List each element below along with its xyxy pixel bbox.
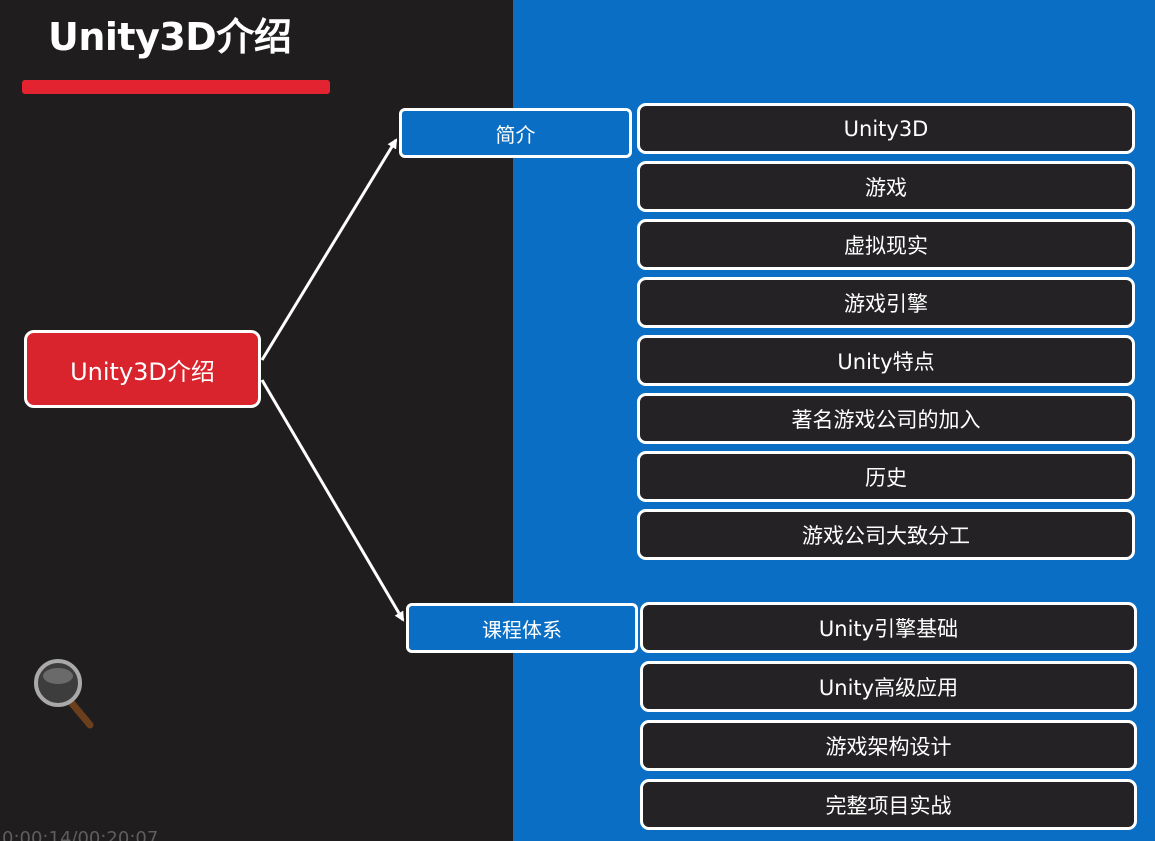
leaf-node: 游戏公司大致分工 bbox=[637, 509, 1135, 560]
root-node-label: Unity3D介绍 bbox=[70, 357, 215, 386]
branch-node-intro: 简介 bbox=[399, 108, 632, 158]
leaf-label: 游戏引擎 bbox=[844, 291, 928, 316]
playback-time: 0:00:14/00:20:07 bbox=[2, 828, 159, 841]
leaf-node: 历史 bbox=[637, 451, 1135, 502]
leaf-label: Unity高级应用 bbox=[818, 675, 959, 700]
leaf-node: 虚拟现实 bbox=[637, 219, 1135, 270]
leaf-node: 著名游戏公司的加入 bbox=[637, 393, 1135, 444]
branch-node-curriculum: 课程体系 bbox=[406, 603, 638, 653]
leaf-label: Unity引擎基础 bbox=[818, 616, 959, 641]
leaf-label: Unity3D bbox=[843, 116, 929, 141]
leaf-label: 历史 bbox=[865, 465, 907, 490]
leaf-label: 虚拟现实 bbox=[844, 233, 928, 258]
leaf-label: 游戏 bbox=[865, 175, 907, 200]
leaf-label: 游戏架构设计 bbox=[825, 734, 952, 759]
leaf-node: Unity引擎基础 bbox=[640, 602, 1137, 653]
slide-title: Unity3D介绍 bbox=[48, 15, 292, 59]
leaf-node: 游戏架构设计 bbox=[640, 720, 1137, 771]
leaf-label: 游戏公司大致分工 bbox=[802, 523, 970, 548]
connector-arrow-intro bbox=[260, 138, 398, 361]
leaf-node: Unity3D bbox=[637, 103, 1135, 154]
root-node: Unity3D介绍 bbox=[24, 330, 261, 408]
leaf-label: Unity特点 bbox=[837, 349, 935, 374]
leaf-node: 完整项目实战 bbox=[640, 779, 1137, 830]
leaf-node: Unity高级应用 bbox=[640, 661, 1137, 712]
branch-label-intro: 简介 bbox=[495, 122, 536, 147]
leaf-node: 游戏 bbox=[637, 161, 1135, 212]
magnifier-icon[interactable] bbox=[30, 655, 100, 735]
title-underline-bar bbox=[22, 80, 330, 94]
leaf-node: 游戏引擎 bbox=[637, 277, 1135, 328]
leaf-label: 著名游戏公司的加入 bbox=[791, 407, 981, 432]
connector-arrow-curriculum bbox=[260, 379, 405, 622]
leaf-label: 完整项目实战 bbox=[825, 793, 952, 818]
leaf-node: Unity特点 bbox=[637, 335, 1135, 386]
branch-label-curriculum: 课程体系 bbox=[482, 617, 562, 642]
